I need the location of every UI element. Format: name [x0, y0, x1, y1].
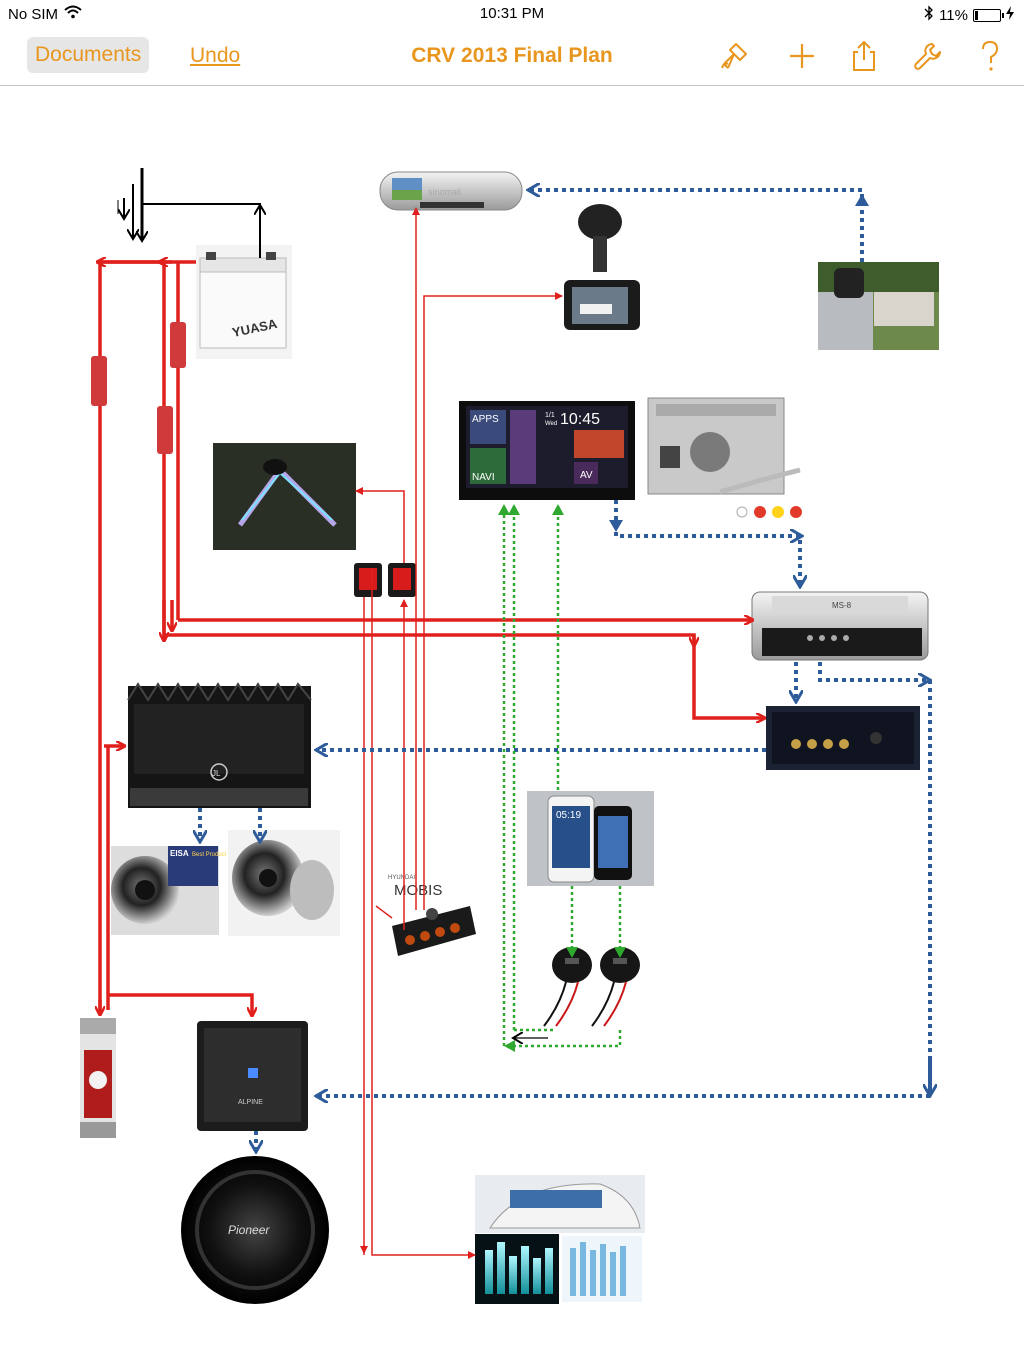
fuse-3 — [157, 406, 173, 454]
fuse-2 — [170, 322, 186, 368]
capacitor[interactable] — [80, 1018, 116, 1138]
fuse-1 — [91, 356, 107, 406]
mirror-brand: sinomall — [428, 187, 461, 197]
coaxial-speaker[interactable] — [228, 830, 340, 936]
headunit-time: 10:45 — [560, 411, 600, 428]
award-badge: EISA — [170, 849, 189, 858]
four-channel-amp[interactable]: JL — [127, 682, 312, 808]
status-right: 11% — [924, 5, 1014, 25]
mobis-socket[interactable]: HYUNDAI MOBIS — [388, 875, 476, 956]
dash-camera[interactable] — [564, 204, 640, 330]
alpine-brand: ALPINE — [238, 1099, 263, 1106]
dsp-label: MS-8 — [832, 601, 852, 610]
rocker-switch-2[interactable] — [388, 563, 416, 597]
carrier-label: No SIM — [8, 5, 59, 23]
signal-wiring — [200, 190, 930, 1150]
award-product: Best Product — [192, 852, 227, 858]
clock: 10:31 PM — [479, 5, 545, 22]
headunit-apps: APPS — [472, 414, 499, 425]
dsp-processor[interactable]: MS-8 — [751, 591, 929, 661]
headunit-av: AV — [580, 470, 593, 481]
head-unit[interactable]: APPS NAVI AV 10:45 1/1 Wed — [459, 401, 635, 500]
component-speakers[interactable]: EISA Best Product — [111, 846, 227, 935]
usb-socket-2[interactable] — [591, 947, 640, 1027]
equalizer-sticker-photo[interactable] — [475, 1175, 645, 1304]
sub-brand: Pioneer — [228, 1223, 270, 1237]
usb-socket-1[interactable] — [543, 947, 592, 1027]
help-icon[interactable] — [972, 38, 1008, 74]
car-battery[interactable]: YUASA — [196, 245, 292, 359]
switch-to-equalizer — [371, 568, 476, 1259]
power-to-mono-amp — [108, 993, 252, 1015]
battery-percent: 11% — [939, 6, 968, 24]
headunit-day: Wed — [545, 421, 557, 427]
amp-brand: JL — [212, 769, 221, 778]
rocker-switch-1[interactable] — [354, 563, 382, 597]
reverse-camera-photo[interactable] — [818, 262, 939, 350]
share-icon[interactable] — [846, 38, 882, 74]
headunit-navi: NAVI — [472, 472, 495, 483]
bluetooth-icon — [924, 5, 934, 25]
toolbar: Documents Undo CRV 2013 Final Plan — [0, 28, 1024, 86]
wifi-icon — [64, 5, 82, 23]
charging-icon — [1006, 6, 1014, 24]
ground-wiring — [117, 168, 548, 1038]
line-driver[interactable] — [766, 706, 920, 770]
switch-to-led — [355, 487, 405, 563]
undo-button[interactable]: Undo — [190, 44, 241, 67]
smartphones-photo[interactable]: 05:19 — [527, 791, 654, 886]
battery-fill — [975, 10, 978, 20]
headunit-chassis[interactable] — [647, 397, 802, 518]
acc-to-dashcam — [423, 292, 563, 910]
plus-icon[interactable] — [784, 38, 820, 74]
usb-wiring — [498, 504, 626, 1052]
reverse-cam-to-mirror — [530, 190, 864, 262]
headunit-date: 1/1 — [545, 412, 555, 419]
power-to-linedriver — [164, 633, 764, 718]
status-left: No SIM — [8, 5, 82, 23]
accessory-wiring — [355, 207, 563, 1259]
mobis-brand: MOBIS — [394, 882, 442, 899]
wrench-icon[interactable] — [910, 38, 946, 74]
status-bar: No SIM 10:31 PM 11% — [0, 0, 1024, 28]
mirror-camera[interactable]: sinomall — [379, 171, 523, 211]
led-strip-photo[interactable] — [213, 443, 356, 550]
phone-time: 05:19 — [556, 810, 581, 821]
documents-button[interactable]: Documents — [27, 37, 150, 73]
document-title: CRV 2013 Final Plan — [411, 44, 613, 67]
paintbrush-icon[interactable] — [716, 38, 752, 74]
headunit-to-dsp-a — [614, 500, 800, 536]
battery-icon — [973, 8, 1004, 22]
mobis-small: HYUNDAI — [388, 875, 415, 881]
mono-amp[interactable]: ALPINE — [197, 1021, 308, 1131]
subwoofer[interactable]: Pioneer — [181, 1156, 329, 1304]
